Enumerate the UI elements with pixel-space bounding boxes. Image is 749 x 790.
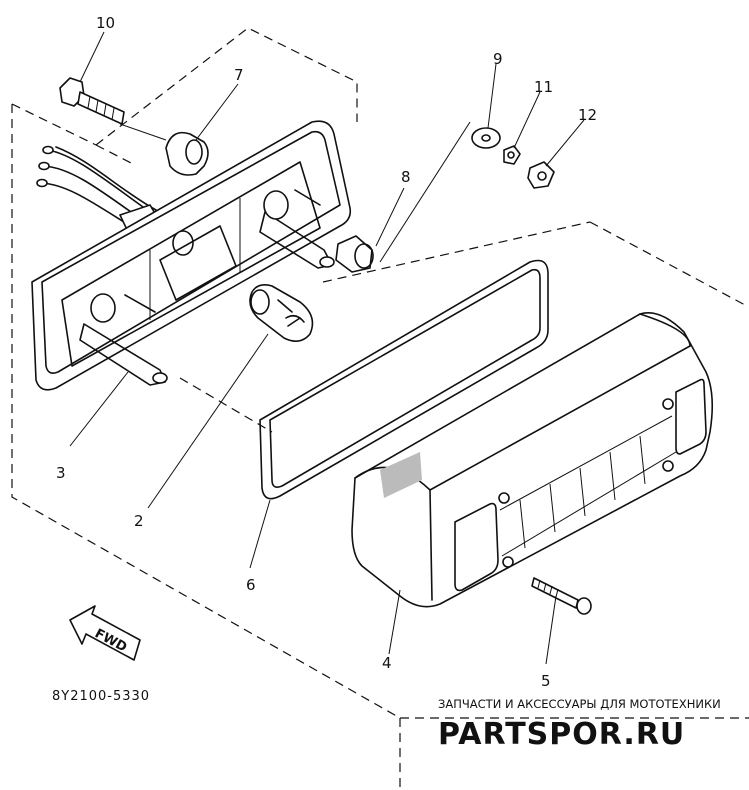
leader-lines xyxy=(69,31,585,665)
callout-10: 10 xyxy=(96,14,115,32)
mounting-bolt xyxy=(59,77,125,125)
lens-gasket xyxy=(259,259,549,500)
taillight-lens xyxy=(351,312,714,608)
lamp-housing xyxy=(31,120,352,391)
drawing-code: 8Y2100-5330 xyxy=(52,689,150,704)
callout-3: 3 xyxy=(56,464,66,482)
callout-4: 4 xyxy=(382,654,392,672)
bulb xyxy=(249,284,314,342)
callout-numbers: 2 3 4 5 6 7 8 9 10 11 12 xyxy=(56,14,597,690)
callout-2: 2 xyxy=(134,512,144,530)
callout-6: 6 xyxy=(246,576,256,594)
callout-8: 8 xyxy=(401,168,411,186)
watermark-brand: PARTSPOR.RU xyxy=(438,717,685,752)
callout-12: 12 xyxy=(578,106,597,124)
lens-screw xyxy=(531,577,592,615)
callout-11: 11 xyxy=(534,78,553,96)
grommet xyxy=(165,131,209,176)
watermark: ЗАПЧАСТИ И АКСЕССУАРЫ ДЛЯ МОТОТЕХНИКИ PA… xyxy=(438,697,721,752)
watermark-subtitle: ЗАПЧАСТИ И АКСЕССУАРЫ ДЛЯ МОТОТЕХНИКИ xyxy=(438,697,721,711)
callout-7: 7 xyxy=(234,66,244,84)
fwd-arrow-icon: FWD xyxy=(69,605,141,661)
callout-5: 5 xyxy=(541,672,551,690)
collar xyxy=(335,235,374,273)
assembly-boundary xyxy=(11,27,749,790)
hardware-small xyxy=(471,127,555,189)
callout-9: 9 xyxy=(493,50,503,68)
